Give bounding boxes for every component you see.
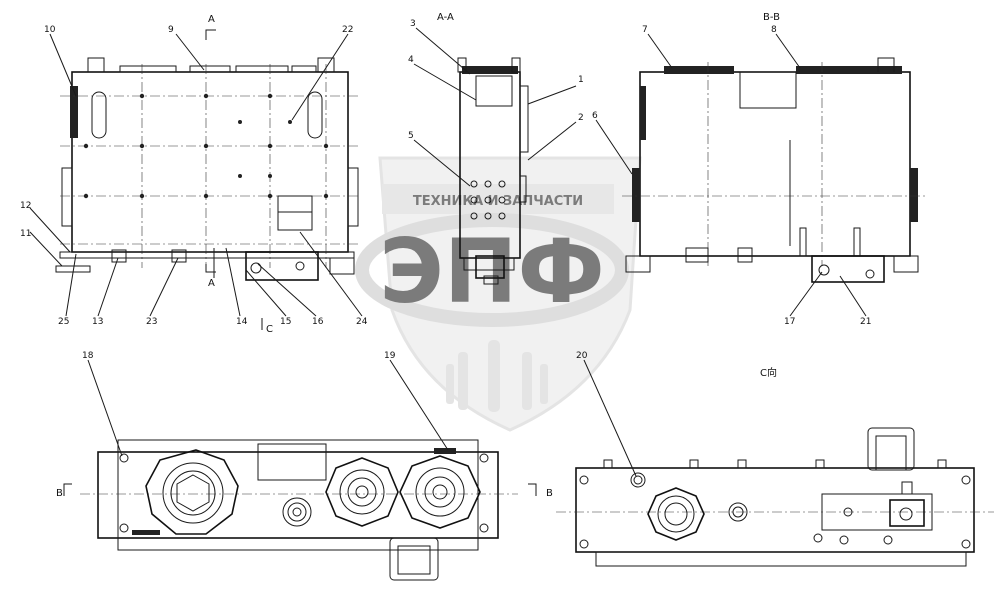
callout-16: 16 [312, 317, 324, 327]
view-c-title: C向 [760, 366, 777, 379]
callout-19: 19 [384, 351, 396, 361]
callout-23: 23 [146, 317, 157, 327]
section-b-mark-left: B [56, 488, 63, 499]
callout-11: 11 [20, 229, 31, 239]
callout-leaders [29, 27, 867, 477]
front-view-valve-block [245, 251, 319, 281]
front-view-gauge [70, 86, 78, 138]
section-bb-view [622, 57, 928, 283]
view-c-port-small [728, 502, 748, 522]
section-aa-view [457, 57, 529, 285]
watermark-ring [355, 213, 629, 327]
section-aa-fitting [475, 255, 505, 279]
view-c [556, 427, 994, 567]
view-c-valve-plate [821, 493, 933, 531]
callout-4: 4 [408, 55, 414, 65]
callout-labels: 1 2 3 4 5 6 7 8 9 10 11 12 13 14 15 16 1… [20, 19, 871, 361]
callout-13: 13 [92, 317, 103, 327]
view-c-body [575, 467, 975, 553]
callout-21: 21 [860, 317, 871, 327]
callout-9: 9 [168, 25, 174, 35]
callout-17: 17 [784, 317, 795, 327]
callout-8: 8 [771, 25, 777, 35]
callout-2: 2 [578, 113, 584, 123]
callout-18: 18 [82, 351, 94, 361]
section-b-mark-right: B [546, 488, 553, 499]
callout-7: 7 [642, 25, 648, 35]
view-c-marker: C [266, 324, 273, 335]
callout-12: 12 [20, 201, 31, 211]
section-bb-valve-block [811, 255, 885, 283]
callout-14: 14 [236, 317, 248, 327]
watermark-band [382, 184, 614, 214]
top-view-body [97, 451, 499, 539]
top-view-port-right [399, 455, 481, 529]
callout-15: 15 [280, 317, 291, 327]
top-view-port-small [282, 497, 312, 527]
callout-22: 22 [342, 25, 353, 35]
callout-5: 5 [408, 131, 414, 141]
section-a-mark-bottom: A [208, 278, 215, 289]
watermark-logo: ТЕХНИКА И ЗАПЧАСТИ ЭПФ [355, 156, 642, 432]
view-c-port-large [647, 487, 705, 541]
top-view [80, 439, 518, 581]
front-view: C [55, 57, 360, 335]
section-bb-body [639, 71, 911, 257]
top-view-port-large [145, 449, 239, 535]
wheat-icon [446, 340, 548, 412]
callout-10: 10 [44, 25, 56, 35]
watermark-caption: ТЕХНИКА И ЗАПЧАСТИ [413, 194, 583, 209]
watermark-brand: ЭПФ [379, 220, 605, 323]
section-a-mark-top: A [208, 14, 215, 25]
front-view-body [71, 71, 349, 253]
callout-1: 1 [578, 75, 584, 85]
callout-20: 20 [576, 351, 588, 361]
callout-3: 3 [410, 19, 416, 29]
section-aa-title: A-A [437, 12, 454, 23]
top-view-port-mid [325, 457, 399, 527]
callout-24: 24 [356, 317, 368, 327]
callout-25: 25 [58, 317, 69, 327]
section-bb-title: B-B [763, 12, 780, 23]
callout-6: 6 [592, 111, 598, 121]
